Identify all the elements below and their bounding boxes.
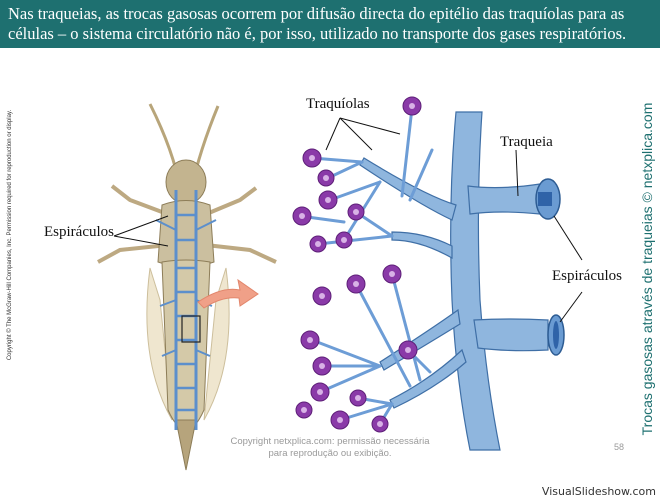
traquiolas-label: Traquíolas <box>306 96 370 113</box>
grasshopper-illustration <box>98 104 276 470</box>
vertical-slide-title: Trocas gasosas através de traqueias © ne… <box>639 99 660 439</box>
espiraculos-label-left: Espiráculos <box>44 224 114 241</box>
watermark: VisualSlideshow.com <box>542 485 656 498</box>
footer-copyright: Copyright netxplica.com: permissão neces… <box>220 436 440 460</box>
cells <box>293 97 421 432</box>
page-number: 58 <box>604 442 634 452</box>
traqueia-label: Traqueia <box>500 134 553 151</box>
espiraculos-label-right: Espiráculos <box>552 268 622 285</box>
